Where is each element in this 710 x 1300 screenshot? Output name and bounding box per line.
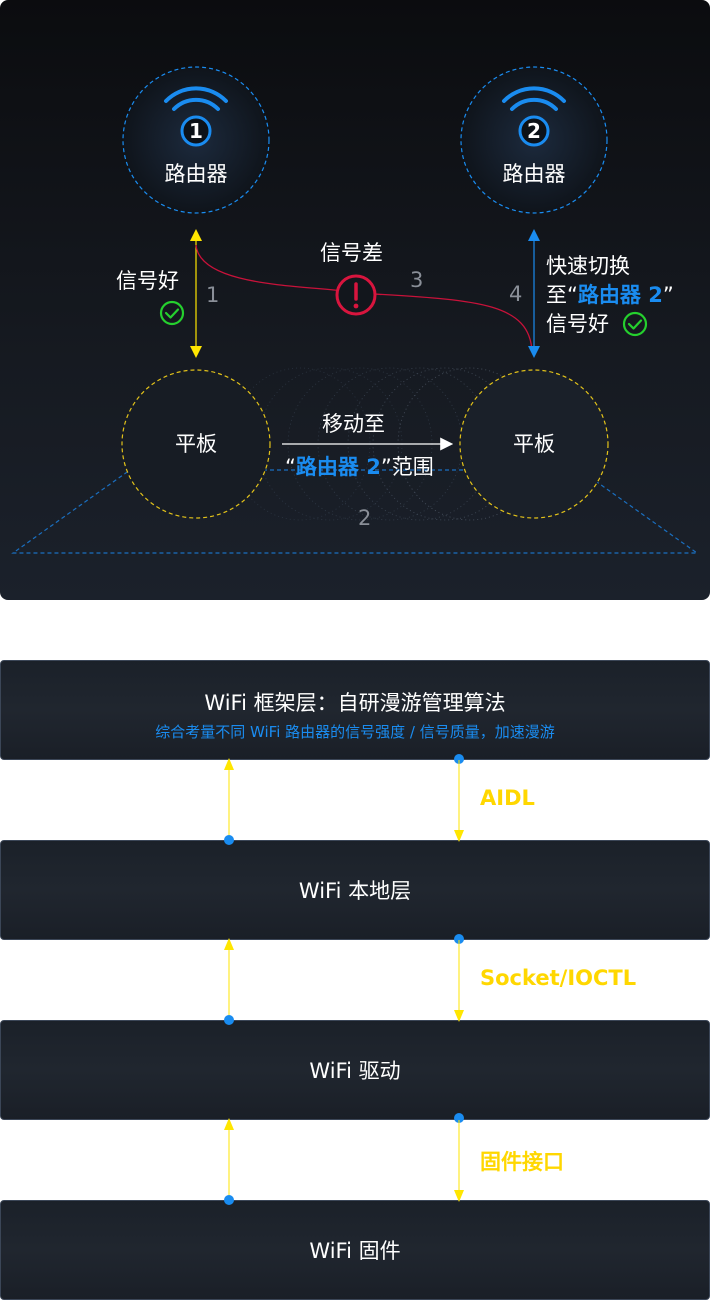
router-1-index: 1 — [189, 119, 203, 143]
layer-native: WiFi 本地层 — [0, 840, 710, 940]
switch-line-1: 快速切换 — [546, 254, 630, 278]
layer-firmware: WiFi 固件 — [0, 1200, 710, 1300]
quote-close: ” — [662, 283, 674, 307]
tablet-right-label: 平板 — [513, 432, 555, 456]
router-2-badge — [518, 115, 550, 147]
switch-prefix: 至 — [546, 283, 567, 307]
step-1: 1 — [206, 283, 220, 307]
floor-plane — [11, 469, 699, 554]
layer-firmware-title: WiFi 固件 — [309, 1239, 401, 1263]
switch-line-3: 信号好 — [546, 312, 609, 336]
wifi-icon — [164, 86, 228, 111]
router-1-label: 路由器 — [164, 162, 228, 186]
move-suffix: 范围 — [391, 455, 434, 479]
layer-driver-title: WiFi 驱动 — [309, 1059, 401, 1083]
check-icon — [622, 311, 648, 337]
move-line-1: 移动至 — [322, 412, 385, 436]
roaming-scenario-panel: 1 2 路由器 路由器 信号好 1 信号差 3 4 快速切换 至“路由器 2” … — [0, 0, 710, 600]
step-3: 3 — [410, 268, 424, 292]
switch-router-name: 路由器 2 — [577, 283, 663, 307]
wifi-icon — [502, 86, 566, 111]
signal-bad-label: 信号差 — [320, 241, 383, 265]
layer-framework-subtitle: 综合考量不同 WiFi 路由器的信号强度 / 信号质量，加速漫游 — [155, 723, 555, 741]
layer-framework: WiFi 框架层：自研漫游管理算法 综合考量不同 WiFi 路由器的信号强度 /… — [0, 660, 710, 760]
move-line-2: “路由器 2”范围 — [285, 454, 434, 480]
quote-close: ” — [380, 455, 392, 479]
step-4: 4 — [509, 282, 523, 306]
layer-native-title: WiFi 本地层 — [298, 879, 412, 903]
interface-aidl: AIDL — [480, 786, 535, 810]
tablet-left-circle — [121, 369, 271, 519]
tablet-left-label: 平板 — [175, 432, 217, 456]
router-1-badge — [180, 115, 212, 147]
router-2-index: 2 — [527, 119, 541, 143]
quote-open: “ — [567, 283, 578, 307]
layer-driver: WiFi 驱动 — [0, 1020, 710, 1120]
router-2-label: 路由器 — [502, 162, 566, 186]
layer-framework-title: WiFi 框架层：自研漫游管理算法 — [204, 691, 506, 715]
interface-socket-ioctl: Socket/IOCTL — [480, 966, 637, 990]
quote-open: “ — [285, 455, 296, 479]
tablet-right-circle — [459, 369, 609, 519]
check-icon — [159, 300, 185, 326]
switch-line-2: 至“路由器 2” — [546, 282, 674, 308]
interface-firmware: 固件接口 — [480, 1150, 564, 1174]
scenario-graphics — [11, 66, 699, 554]
signal-good-label: 信号好 — [116, 269, 179, 293]
connector-dots — [224, 754, 464, 1205]
step-2: 2 — [358, 506, 372, 530]
move-router-name: 路由器 2 — [295, 455, 381, 479]
